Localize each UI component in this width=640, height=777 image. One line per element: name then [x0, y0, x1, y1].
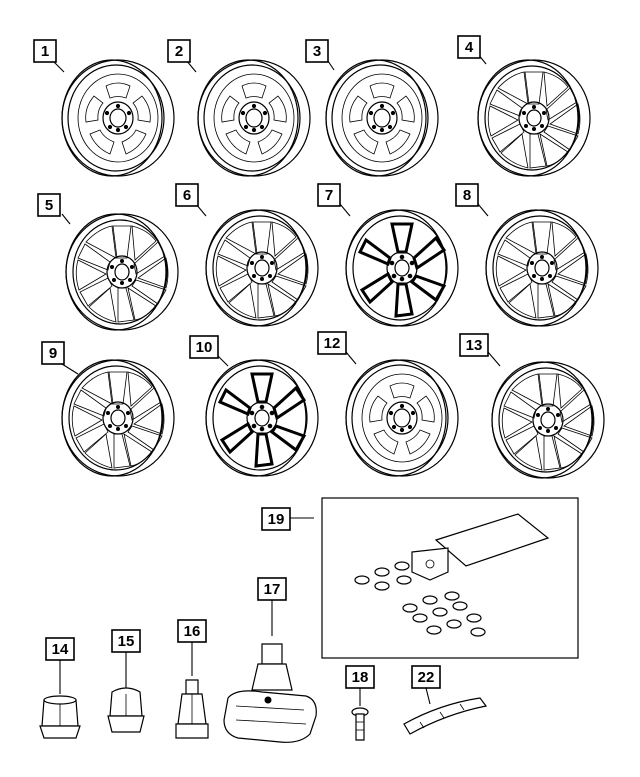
valve-core-18: 18 — [345, 665, 375, 741]
wheel-9 — [61, 359, 175, 477]
wheel-8 — [485, 209, 599, 327]
callout-18: 18 — [345, 665, 375, 689]
callout-14: 14 — [45, 637, 75, 661]
wheel-3 — [325, 59, 439, 177]
callout-2: 2 — [167, 39, 191, 63]
svg-text:22: 22 — [418, 669, 435, 686]
svg-text:15: 15 — [118, 633, 135, 650]
service-kit-group: 19 — [261, 497, 579, 659]
wheel-1 — [61, 59, 175, 177]
callout-6: 6 — [175, 183, 199, 207]
callout-15: 15 — [111, 629, 141, 653]
callout-12: 12 — [317, 331, 347, 355]
callout-22: 22 — [411, 665, 441, 689]
wheel-12 — [345, 359, 459, 477]
wheel-2 — [197, 59, 311, 177]
svg-text:14: 14 — [52, 641, 69, 658]
callout-3: 3 — [305, 39, 329, 63]
wheel-4 — [477, 59, 591, 177]
wheel-6 — [205, 209, 319, 327]
lug-nut-14: 14 — [39, 637, 81, 739]
wheel-7 — [344, 208, 460, 328]
callout-1: 1 — [33, 39, 57, 63]
tpms-sensor-17: 17 — [223, 577, 317, 743]
svg-text:4: 4 — [465, 39, 474, 56]
svg-text:19: 19 — [268, 511, 285, 528]
callout-10: 10 — [189, 335, 219, 359]
svg-text:1: 1 — [41, 43, 49, 60]
svg-text:16: 16 — [184, 623, 201, 640]
svg-text:13: 13 — [466, 337, 483, 354]
svg-text:6: 6 — [183, 187, 191, 204]
wheel-5 — [65, 213, 179, 331]
grommets — [354, 561, 486, 637]
bracket — [411, 547, 449, 581]
callout-17: 17 — [257, 577, 287, 601]
svg-text:12: 12 — [324, 335, 341, 352]
svg-text:10: 10 — [196, 339, 213, 356]
svg-text:2: 2 — [175, 43, 183, 60]
svg-text:17: 17 — [264, 581, 281, 598]
svg-text:9: 9 — [49, 345, 57, 362]
svg-text:5: 5 — [45, 197, 53, 214]
svg-text:8: 8 — [463, 187, 471, 204]
callout-8: 8 — [455, 183, 479, 207]
svg-text:7: 7 — [325, 187, 333, 204]
instruction-sheet — [434, 513, 550, 567]
callout-5: 5 — [37, 193, 61, 217]
callout-16: 16 — [177, 619, 207, 643]
wheel-13 — [491, 361, 605, 479]
wheel-10 — [204, 358, 320, 478]
svg-text:3: 3 — [313, 43, 321, 60]
svg-text:18: 18 — [352, 669, 369, 686]
lug-nut-15: 15 — [107, 629, 145, 733]
callout-4: 4 — [457, 35, 481, 59]
callout-13: 13 — [459, 333, 489, 357]
wheel-weight-22: 22 — [403, 665, 488, 735]
valve-stem-16: 16 — [175, 619, 209, 739]
callout-7: 7 — [317, 183, 341, 207]
callout-19: 19 — [261, 507, 291, 531]
callout-9: 9 — [41, 341, 65, 365]
